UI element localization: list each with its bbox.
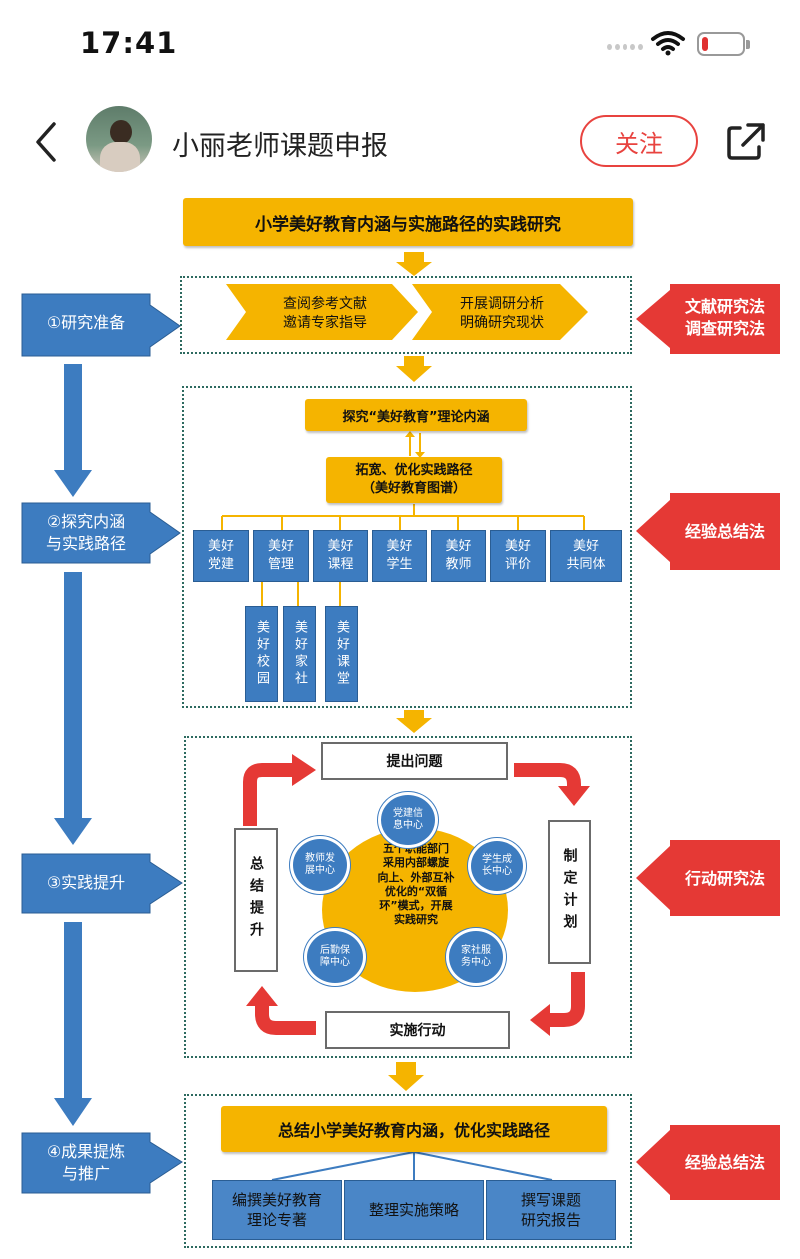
stage3-frame xyxy=(184,736,632,1058)
output-monograph: 编撰美好教育 理论专著 xyxy=(212,1180,342,1240)
stage1-item-survey: 开展调研分析 明确研究现状 xyxy=(460,296,544,331)
stage2-expand-box: 拓宽、优化实践路径 （美好教育图谱） xyxy=(326,457,502,503)
avatar[interactable] xyxy=(86,106,152,172)
category-evaluation: 美好 评价 xyxy=(490,530,546,582)
share-icon[interactable] xyxy=(726,122,766,162)
diagram-title: 小学美好教育内涵与实施路径的实践研究 xyxy=(183,198,633,246)
stage1-method: 文献研究法 调查研究法 xyxy=(684,297,765,338)
stage2-method: 经验总结法 xyxy=(684,522,765,541)
stage3-summary-box: 总结提升 xyxy=(234,828,278,972)
author-name[interactable]: 小丽老师课题申报 xyxy=(172,131,388,162)
sub-item-classroom: 美好课堂 xyxy=(325,606,358,702)
center-teachers: 教师发 展中心 xyxy=(290,836,350,894)
stage1-label: ①研究准备 xyxy=(46,313,126,332)
stage3-method: 行动研究法 xyxy=(684,869,765,888)
center-logistics: 后勤保 障中心 xyxy=(304,928,366,986)
signal-dots-icon xyxy=(607,44,643,52)
status-time: 17:41 xyxy=(80,26,178,60)
stage4-method: 经验总结法 xyxy=(684,1153,765,1172)
chevron-left-icon[interactable] xyxy=(32,120,62,164)
stage2-explore-box: 探究“美好教育”理论内涵 xyxy=(305,399,527,431)
center-students: 学生成 长中心 xyxy=(468,838,526,894)
category-curriculum: 美好 课程 xyxy=(313,530,368,582)
stage4-label: ④成果提炼 与推广 xyxy=(46,1142,126,1183)
stage3-center-text: 五个职能部门 采用内部螺旋 向上、外部互补 优化的“双循 环”模式，开展 实践研… xyxy=(377,842,455,927)
center-party: 党建信 息中心 xyxy=(378,792,438,848)
sub-item-family: 美好家社 xyxy=(283,606,316,702)
battery-low-icon xyxy=(697,32,750,56)
category-management: 美好 管理 xyxy=(253,530,309,582)
stage3-plan-box: 制定计划 xyxy=(548,820,591,964)
wifi-icon xyxy=(651,31,685,56)
stage3-label: ③实践提升 xyxy=(46,873,126,892)
stage4-summary-box: 总结小学美好教育内涵，优化实践路径 xyxy=(221,1106,607,1152)
stage1-item-literature: 查阅参考文献 邀请专家指导 xyxy=(283,296,367,331)
output-report: 撰写课题 研究报告 xyxy=(486,1180,616,1240)
category-party: 美好 党建 xyxy=(193,530,249,582)
follow-button[interactable]: 关注 xyxy=(580,115,698,167)
stage1-frame xyxy=(180,276,632,354)
category-community: 美好 共同体 xyxy=(550,530,622,582)
category-teachers: 美好 教师 xyxy=(431,530,486,582)
sub-item-campus: 美好校园 xyxy=(245,606,278,702)
stage3-action-box: 实施行动 xyxy=(325,1011,510,1049)
stage2-frame xyxy=(182,386,632,708)
stage2-label: ②探究内涵 与实践路径 xyxy=(45,512,126,553)
stage4-frame xyxy=(184,1094,632,1248)
output-strategies: 整理实施策略 xyxy=(344,1180,484,1240)
center-family: 家社服 务中心 xyxy=(446,928,506,986)
stage3-problem-box: 提出问题 xyxy=(321,742,508,780)
category-students: 美好 学生 xyxy=(372,530,427,582)
